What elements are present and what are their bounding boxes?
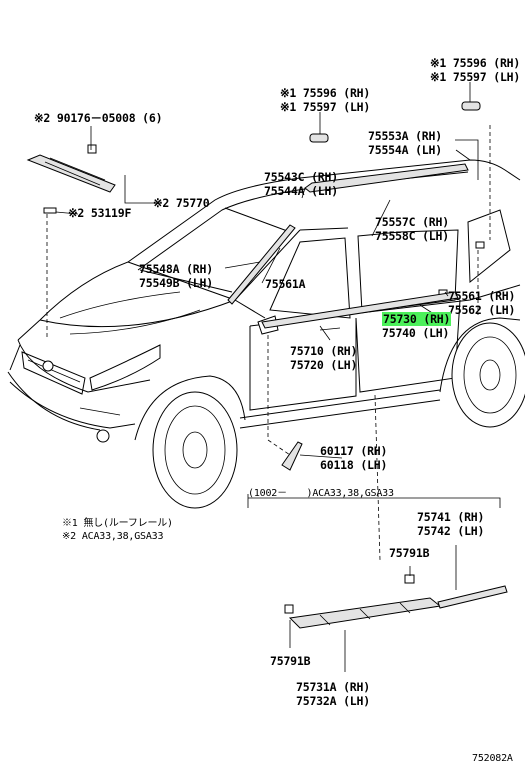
part-label-75544a[interactable]: 75544A (LH): [264, 184, 338, 198]
part-label-75597-top[interactable]: ※1 75597 (LH): [430, 70, 521, 84]
part-label-75730[interactable]: 75730 (RH): [382, 312, 452, 326]
part-label-75561a[interactable]: 75561A: [265, 277, 306, 291]
part-label-75557c[interactable]: 75557C (RH): [375, 215, 449, 229]
part-label-53119f[interactable]: ※2 53119F: [68, 206, 132, 220]
note-2: ※2 ACA33,38,GSA33: [62, 531, 164, 542]
highlighted-part-75730: 75730 (RH): [382, 312, 452, 326]
part-label-75710[interactable]: 75710 (RH): [290, 344, 358, 358]
part-label-75562[interactable]: 75562 (LH): [448, 303, 516, 317]
part-label-75597-mid[interactable]: ※1 75597 (LH): [280, 100, 371, 114]
part-label-75554a[interactable]: 75554A (LH): [368, 143, 442, 157]
part-label-75720[interactable]: 75720 (LH): [290, 358, 358, 372]
figure-id: 752082A: [472, 753, 513, 764]
parts: [26, 101, 508, 629]
part-label-75596-top[interactable]: ※1 75596 (RH): [430, 56, 521, 70]
part-label-75549b[interactable]: 75549B (LH): [139, 276, 213, 290]
vehicle-illustration: [7, 159, 525, 509]
part-label-75791b-bottom[interactable]: 75791B: [270, 654, 311, 668]
part-label-90176[interactable]: ※2 90176－05008 (6): [34, 111, 163, 125]
range-note: (1002－ )ACA33,38,GSA33: [248, 488, 394, 499]
note-1: ※1 無し(ルーフレール): [62, 518, 173, 529]
part-label-75741[interactable]: 75741 (RH): [417, 510, 485, 524]
part-label-75740[interactable]: 75740 (LH): [382, 326, 450, 340]
part-label-75732a[interactable]: 75732A (LH): [296, 694, 370, 708]
leader-lines: [46, 82, 501, 672]
part-label-75561[interactable]: 75561 (RH): [448, 289, 516, 303]
part-label-60118[interactable]: 60118 (LH): [320, 458, 388, 472]
part-label-60117[interactable]: 60117 (RH): [320, 444, 388, 458]
part-label-75553a[interactable]: 75553A (RH): [368, 129, 442, 143]
part-label-75770[interactable]: ※2 75770: [153, 196, 210, 210]
part-label-75596-mid[interactable]: ※1 75596 (RH): [280, 86, 371, 100]
part-label-75543c[interactable]: 75543C (RH): [264, 170, 338, 184]
part-label-75791b-top[interactable]: 75791B: [389, 546, 430, 560]
part-label-75558c[interactable]: 75558C (LH): [375, 229, 449, 243]
part-label-75731a[interactable]: 75731A (RH): [296, 680, 370, 694]
part-label-75548a[interactable]: 75548A (RH): [139, 262, 213, 276]
part-label-75742[interactable]: 75742 (LH): [417, 524, 485, 538]
